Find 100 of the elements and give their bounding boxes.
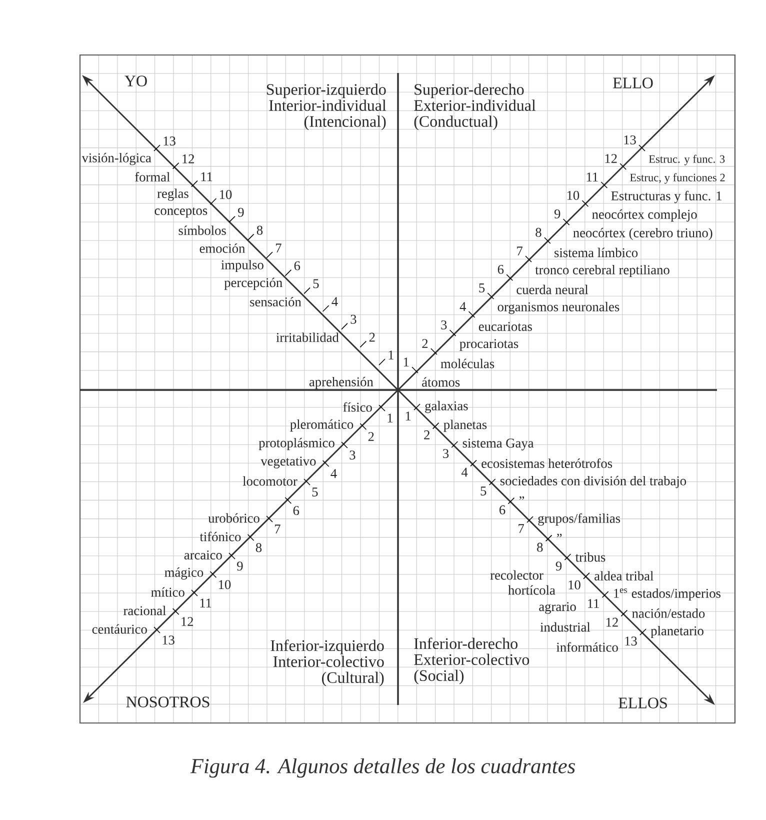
level-number: 5 [479, 284, 485, 292]
stage-label: átomos [422, 377, 460, 387]
quadrant-name: ELLO [613, 78, 653, 88]
stage-label: tronco cerebral reptiliano [535, 264, 670, 278]
level-number: 2 [369, 332, 375, 342]
quadrant-name: ELLOS [618, 698, 667, 708]
stage-label: protoplásmico [258, 438, 334, 450]
level-number: 9 [237, 562, 243, 571]
stage-label: vegetativo [260, 456, 316, 468]
stage-label: centáurico [92, 624, 147, 634]
stage-label: informático [556, 642, 618, 652]
level-number: 13 [162, 636, 174, 645]
level-number: 12 [605, 154, 617, 163]
stage-label: neocórtex (cerebro triuno) [573, 228, 712, 240]
level-number: 3 [350, 450, 356, 460]
level-number: 1 [406, 412, 411, 420]
level-number: 6 [500, 505, 506, 514]
level-number: 4 [460, 302, 466, 311]
stage-label: locomotor [242, 476, 298, 486]
level-number: 9 [556, 562, 562, 571]
level-number: 2 [424, 430, 430, 440]
stage-label: pleromático [290, 419, 354, 432]
stage-label: nación/estado [632, 608, 705, 618]
level-number: 13 [624, 135, 636, 144]
level-number: 12 [182, 154, 194, 164]
stage-label: emoción [200, 244, 245, 253]
level-number: 13 [625, 636, 637, 646]
level-number: 12 [606, 618, 618, 627]
level-number: 8 [256, 226, 263, 235]
caption: Figura 4. Algunos detalles de los cuadrantes [190, 758, 575, 778]
stage-label: visión-lógica [82, 152, 152, 166]
level-number: 5 [312, 488, 318, 496]
stage-label: físico [343, 402, 372, 412]
quadrant-name: YO [124, 76, 147, 86]
stage-label: irritabilidad [276, 332, 339, 342]
level-number: 11 [586, 172, 598, 182]
level-number: 2 [422, 339, 428, 348]
level-number: 4 [332, 297, 338, 306]
level-number: 7 [518, 524, 524, 533]
stage-label: sensación [250, 297, 302, 306]
quadrant-title: Superior-derecho Exterior-individual (Conductual) [414, 84, 536, 130]
stage-label: formal [135, 172, 170, 182]
stage-label: grupos/familias [538, 513, 620, 526]
level-number: 12 [182, 617, 193, 626]
stage-label: Estruc. y func. 3 [648, 154, 725, 166]
level-number: 3 [443, 449, 449, 458]
level-number: 10 [218, 580, 231, 590]
stage-label: tifónico [200, 532, 241, 542]
level-number: 7 [274, 524, 280, 534]
level-number: 5 [313, 279, 319, 288]
stage-label: racional [124, 606, 166, 616]
quadrant-title: Inferior-derecho Exterior-colectivo (Social) [414, 638, 530, 684]
stage-label: Estructuras y func. 1 [611, 190, 722, 204]
stage-label: aldea tribal [594, 571, 654, 580]
stage-label: ” [556, 534, 562, 538]
level-number: 11 [201, 172, 212, 182]
stage-label: mágico [164, 567, 204, 580]
stage-label: impulso [221, 260, 264, 272]
level-number: 2 [368, 432, 374, 441]
level-number: 7 [276, 244, 282, 252]
level-number: 6 [498, 264, 504, 274]
level-number: 4 [461, 468, 468, 477]
level-number: 9 [554, 209, 560, 218]
stage-label: aprehensión [309, 376, 374, 390]
level-number: 6 [293, 506, 300, 516]
stage-label: industrial [540, 622, 590, 632]
stage-label: 1$^{es}$ estados/imperios [614, 588, 720, 601]
quadrant-title: Superior-izquierdo Interior-individual (Intencional) [266, 84, 386, 130]
level-number: 1 [388, 414, 392, 422]
level-number: 9 [238, 208, 244, 217]
quadrant-title: Inferior-izquierdo Interior-colectivo (Cultural) [270, 640, 384, 686]
quadrant-name: NOSOTROS [126, 696, 210, 708]
stage-label: planetario [650, 626, 704, 638]
level-number: 10 [568, 580, 580, 590]
stage-label: procariotas [460, 339, 518, 351]
level-number: 3 [350, 314, 356, 324]
level-number: 8 [256, 543, 262, 552]
stage-label: ecosistemas heterótrofos [482, 458, 612, 468]
stage-label: tribus [575, 552, 606, 562]
level-number: 1 [404, 358, 409, 366]
level-number: 10 [567, 190, 580, 200]
level-number: 11 [200, 598, 212, 608]
stage-label: neocórtex complejo [592, 209, 697, 222]
level-number: 10 [220, 190, 232, 199]
level-number: 4 [330, 469, 337, 478]
stage-label: arcaico [184, 550, 222, 560]
stage-label: Estruc, y funciones 2 [630, 173, 725, 184]
stage-label: percepción [224, 278, 282, 290]
level-number: 11 [588, 599, 599, 608]
stage-label: conceptos [154, 207, 208, 218]
stage-label: símbolos [178, 226, 226, 235]
level-number: 6 [294, 261, 300, 270]
stage-label: agrario [539, 602, 576, 614]
level-number: 1 [388, 350, 394, 360]
stage-label: galaxias [425, 400, 468, 414]
level-number: 5 [480, 486, 486, 496]
stage-label: sistema Gaya [462, 438, 534, 450]
stage-label: reglas [157, 188, 188, 201]
stage-label: sociedades con división del trabajo [500, 476, 686, 488]
stage-label: ” [519, 496, 524, 500]
